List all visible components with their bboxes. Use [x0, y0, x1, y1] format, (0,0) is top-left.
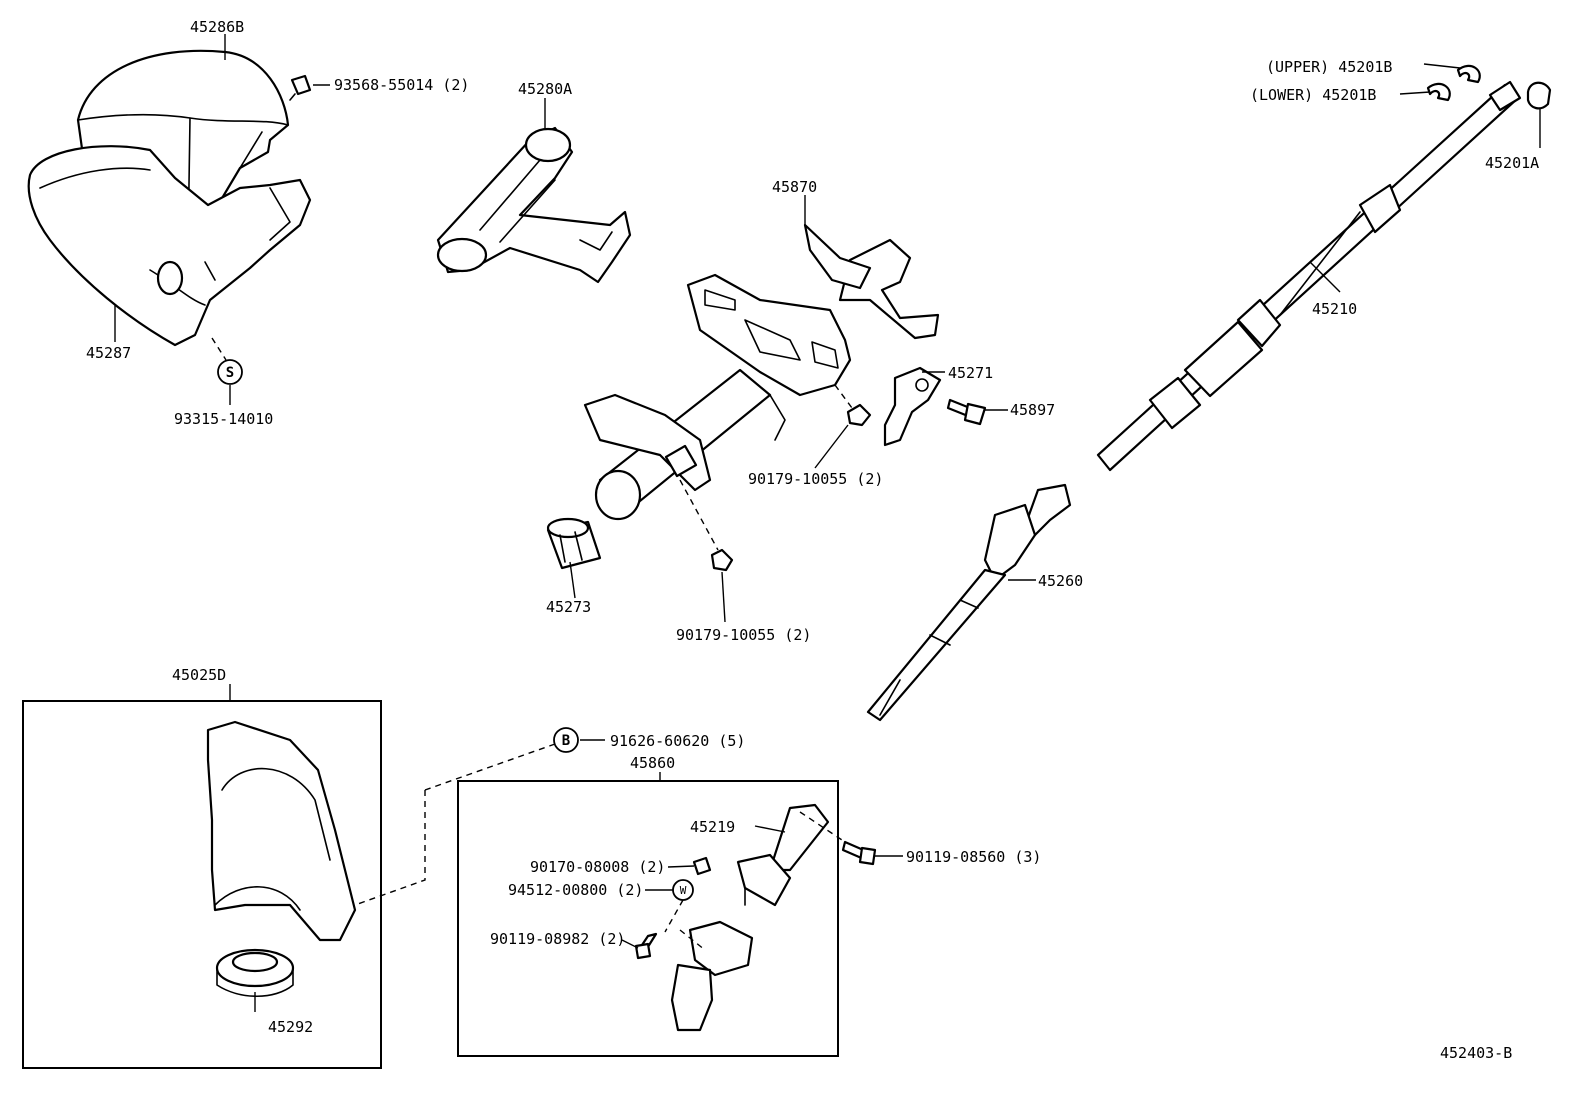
- label-45273: 45273: [546, 598, 591, 616]
- label-90119-08560: 90119-08560 (3): [906, 848, 1041, 866]
- clip-45201B-lower: [1426, 82, 1451, 102]
- label-45210: 45210: [1312, 300, 1357, 318]
- clip-45201B-upper: [1456, 64, 1481, 84]
- universal-joint: [670, 920, 754, 1032]
- steering-column-assembly: [583, 223, 940, 521]
- intermediate-shaft-45260: [866, 483, 1072, 722]
- screw-93315-badge: S: [217, 359, 243, 385]
- label-91626-60620: 91626-60620 (5): [610, 732, 745, 750]
- nut-90179-upper: [846, 403, 872, 427]
- label-94512-00800: 94512-00800 (2): [508, 881, 643, 899]
- nut-90179-lower: [710, 548, 734, 572]
- label-93315-14010: 93315-14010: [174, 410, 273, 428]
- cap-45201A: [1526, 81, 1552, 110]
- yoke-45219: [736, 803, 830, 907]
- leader-lines: [114, 34, 1541, 1012]
- bracket-45271: [883, 366, 942, 447]
- label-45219: 45219: [690, 818, 735, 836]
- label-93568-55014: 93568-55014 (2): [334, 76, 469, 94]
- lower-column-cover: [27, 145, 312, 347]
- label-45860: 45860: [630, 754, 675, 772]
- main-shaft-45210: [1096, 80, 1522, 472]
- part-labels: 45286B 93568-55014 (2) 45287 93315-14010…: [86, 18, 1539, 1062]
- label-45292: 45292: [268, 1018, 313, 1036]
- label-45280A: 45280A: [518, 80, 572, 98]
- label-90170-08008: 90170-08008 (2): [530, 858, 665, 876]
- bolt-90119-08560: [841, 840, 877, 866]
- label-45201B-upper: (UPPER) 45201B: [1266, 58, 1392, 76]
- label-45260: 45260: [1038, 572, 1083, 590]
- washer-94512-badge: W: [672, 879, 694, 901]
- bolt-90119-08982: [634, 932, 658, 960]
- bearing-45292: [215, 948, 295, 998]
- label-90119-08982: 90119-08982 (2): [490, 930, 625, 948]
- screw-93568: [289, 74, 312, 101]
- label-90179-10055-upper: 90179-10055 (2): [748, 470, 883, 488]
- label-45870: 45870: [772, 178, 817, 196]
- label-45201B-lower: (LOWER) 45201B: [1250, 86, 1376, 104]
- bolt-45897: [946, 398, 987, 426]
- reference-code: 452403-B: [1440, 1044, 1512, 1062]
- label-45271: 45271: [948, 364, 993, 382]
- w-badge-letter: W: [680, 884, 687, 897]
- label-45201A: 45201A: [1485, 154, 1539, 172]
- label-45287: 45287: [86, 344, 131, 362]
- b-badge-letter: B: [562, 733, 570, 749]
- nut-90170: [692, 856, 712, 876]
- s-badge-letter: S: [226, 365, 234, 381]
- label-90179-10055-lower: 90179-10055 (2): [676, 626, 811, 644]
- label-45897: 45897: [1010, 401, 1055, 419]
- bolt-91626-badge: B: [553, 727, 579, 753]
- box-45860: [457, 780, 839, 1057]
- label-45025D: 45025D: [172, 666, 226, 684]
- column-tube-bracket: [436, 126, 632, 284]
- column-hole-cover-45025D: [206, 720, 357, 942]
- label-45286B: 45286B: [190, 18, 244, 36]
- bushing-45273: [546, 517, 602, 570]
- box-45025D: [22, 700, 382, 1069]
